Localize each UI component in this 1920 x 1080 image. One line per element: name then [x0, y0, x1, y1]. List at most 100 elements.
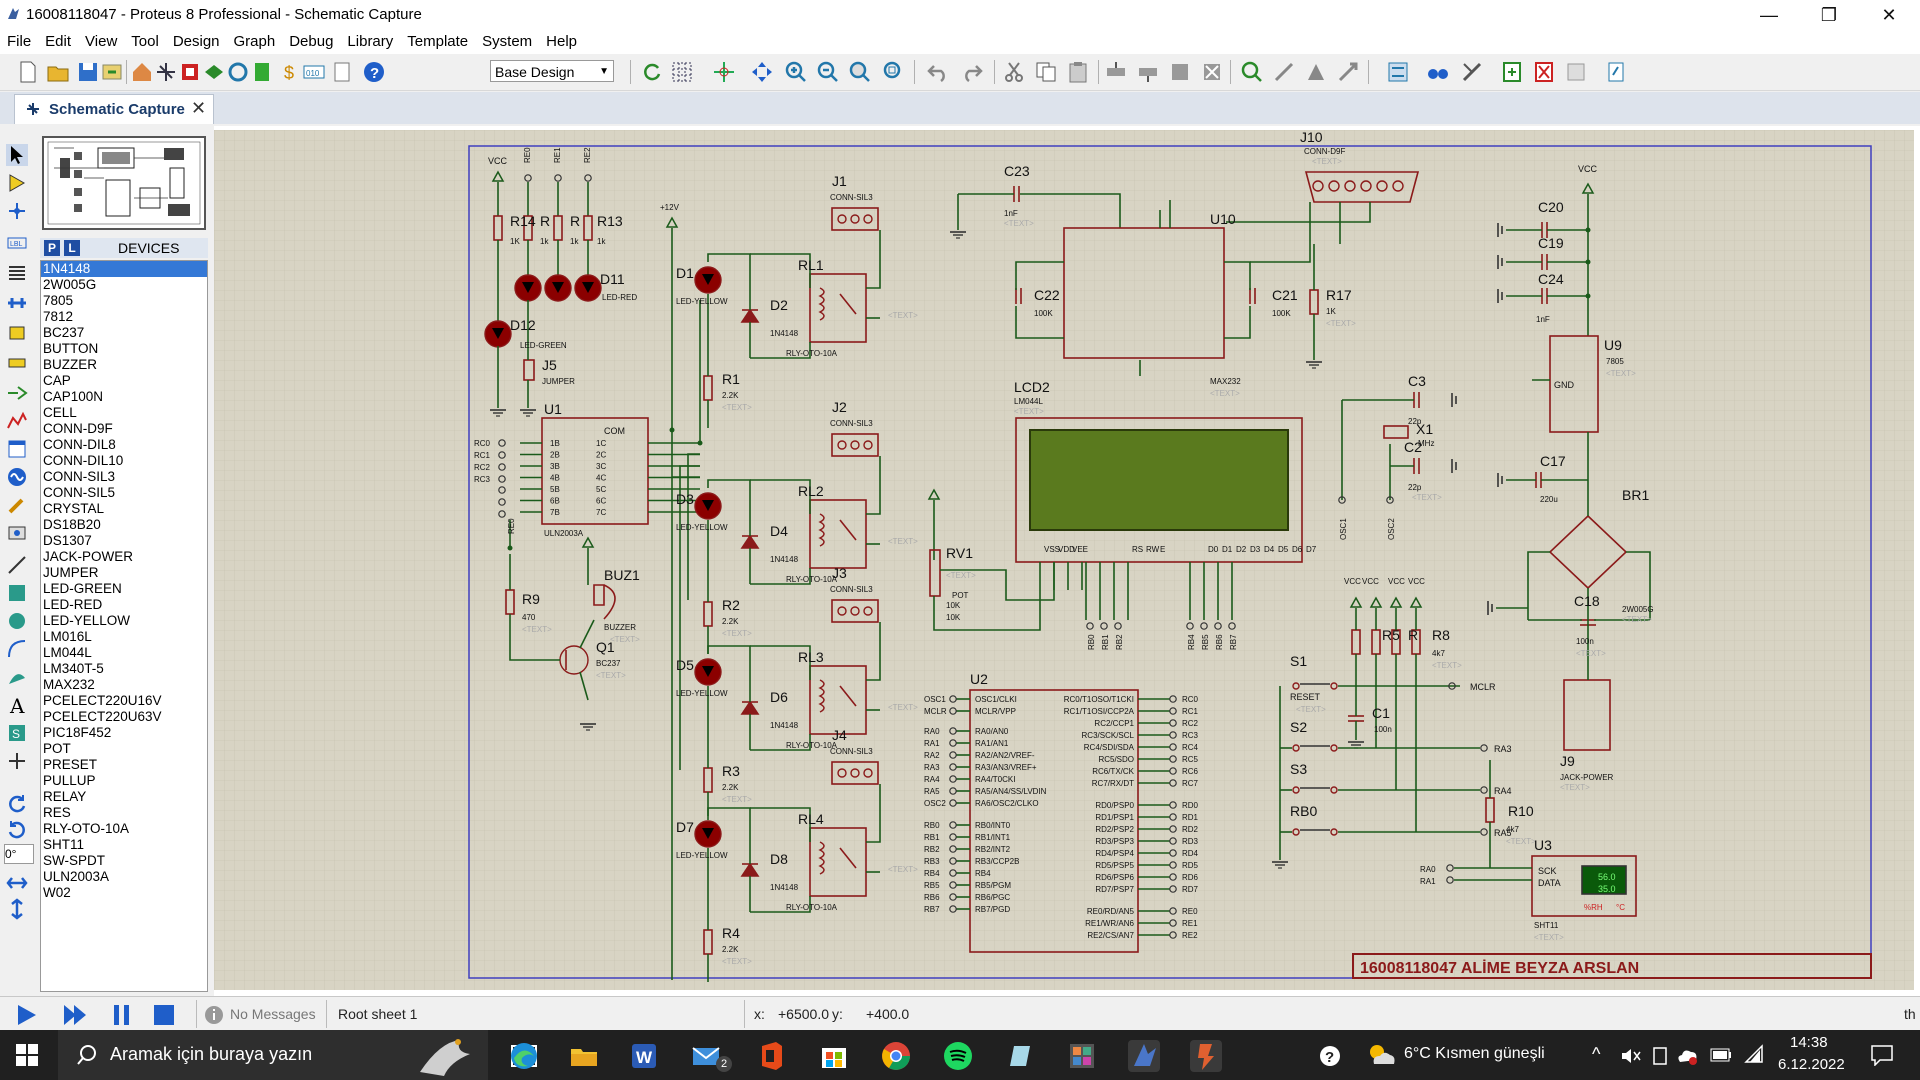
notes-app-icon[interactable]: [1004, 1040, 1036, 1072]
pause-icon[interactable]: [110, 1003, 134, 1027]
device-item[interactable]: SHT11: [43, 837, 85, 852]
new-file-icon[interactable]: [16, 60, 40, 84]
decompose-icon[interactable]: [1304, 60, 1328, 84]
proteus-taskbar-icon[interactable]: [1128, 1040, 1160, 1072]
undo-icon[interactable]: [926, 60, 950, 84]
rotation-angle-field[interactable]: 0°: [4, 844, 34, 864]
device-item[interactable]: LM016L: [43, 629, 92, 644]
device-item[interactable]: LM044L: [43, 645, 92, 660]
device-item[interactable]: CONN-D9F: [43, 421, 113, 436]
calculator-icon[interactable]: [1066, 1040, 1098, 1072]
device-item[interactable]: CAP: [43, 373, 71, 388]
weather-icon[interactable]: [1366, 1042, 1396, 1068]
gerber-icon[interactable]: [226, 60, 250, 84]
packaging-tool-icon[interactable]: [1336, 60, 1360, 84]
wifi-icon[interactable]: [1742, 1044, 1764, 1064]
maximize-button[interactable]: ❐: [1820, 5, 1838, 25]
device-item[interactable]: RLY-OTO-10A: [43, 821, 130, 836]
device-item[interactable]: JUMPER: [43, 565, 99, 580]
block-delete-icon[interactable]: [1200, 60, 1224, 84]
text-script-mode-icon[interactable]: [6, 262, 28, 284]
rotate-anticlockwise-icon[interactable]: [6, 818, 28, 840]
menu-template[interactable]: Template: [407, 33, 469, 50]
box-draw-icon[interactable]: [6, 582, 28, 604]
junction-dot-mode-icon[interactable]: [6, 200, 28, 222]
zoom-area-icon[interactable]: [882, 60, 906, 84]
wire-label-mode-icon[interactable]: LBL: [6, 232, 28, 254]
exit-to-parent-icon[interactable]: [1564, 60, 1588, 84]
device-item[interactable]: 7812: [43, 309, 74, 324]
home-icon[interactable]: [130, 60, 154, 84]
block-move-icon[interactable]: [1136, 60, 1160, 84]
clock-time[interactable]: 14:38: [1790, 1034, 1828, 1051]
search-tag-icon[interactable]: [1426, 60, 1450, 84]
make-device-icon[interactable]: [1272, 60, 1296, 84]
zoom-all-icon[interactable]: [848, 60, 872, 84]
bill-of-materials-icon[interactable]: $: [278, 60, 302, 84]
circle-draw-icon[interactable]: [6, 610, 28, 632]
graph-mode-icon[interactable]: [6, 410, 28, 432]
menu-design[interactable]: Design: [172, 33, 220, 50]
device-item[interactable]: JACK-POWER: [43, 549, 134, 564]
wire-autorouter-icon[interactable]: [1386, 60, 1410, 84]
device-item[interactable]: W02: [43, 885, 71, 900]
device-item[interactable]: CONN-SIL3: [43, 469, 116, 484]
marker-draw-icon[interactable]: [6, 750, 28, 772]
library-manager-button[interactable]: L: [64, 240, 80, 256]
arc-draw-icon[interactable]: [6, 638, 28, 660]
menu-graph[interactable]: Graph: [233, 33, 276, 50]
device-item[interactable]: CELL: [43, 405, 77, 420]
voltage-probe-mode-icon[interactable]: [6, 494, 28, 516]
help-icon[interactable]: ?: [362, 60, 386, 84]
device-item[interactable]: ULN2003A: [43, 869, 110, 884]
save-icon[interactable]: [76, 60, 100, 84]
menu-debug[interactable]: Debug: [289, 33, 334, 50]
pan-icon[interactable]: [750, 60, 774, 84]
component-mode-icon[interactable]: [6, 172, 28, 194]
tab-schematic-capture[interactable]: Schematic Capture ✕: [14, 94, 214, 124]
mirror-vertical-icon[interactable]: [6, 898, 28, 920]
menu-system[interactable]: System: [482, 33, 533, 50]
file-explorer-icon[interactable]: [568, 1040, 600, 1072]
step-icon[interactable]: [62, 1003, 88, 1027]
menu-view[interactable]: View: [85, 33, 118, 50]
remove-sheet-icon[interactable]: [1532, 60, 1556, 84]
overview-window[interactable]: [42, 136, 206, 230]
electrical-rule-check-icon[interactable]: [1604, 60, 1628, 84]
chrome-icon[interactable]: [880, 1040, 912, 1072]
device-item[interactable]: DS1307: [43, 533, 92, 548]
selection-mode-icon[interactable]: [6, 144, 28, 166]
text-draw-icon[interactable]: A: [6, 694, 28, 716]
line-draw-icon[interactable]: [6, 554, 28, 576]
minimize-button[interactable]: —: [1760, 5, 1778, 25]
generator-mode-icon[interactable]: [6, 466, 28, 488]
isis-taskbar-icon[interactable]: [1190, 1040, 1222, 1072]
block-copy-icon[interactable]: [1104, 60, 1128, 84]
zoom-in-icon[interactable]: [784, 60, 808, 84]
paste-icon[interactable]: [1066, 60, 1090, 84]
schematic-icon[interactable]: [154, 60, 178, 84]
pcb-layout-icon[interactable]: [178, 60, 202, 84]
device-item[interactable]: PCELECT220U63V: [43, 709, 162, 724]
3d-view-icon[interactable]: [202, 60, 226, 84]
device-item[interactable]: 2W005G: [43, 277, 97, 292]
device-item[interactable]: LED-YELLOW: [43, 613, 131, 628]
stop-icon[interactable]: [152, 1003, 176, 1027]
device-item[interactable]: PRESET: [43, 757, 98, 772]
clock-date[interactable]: 6.12.2022: [1778, 1056, 1845, 1073]
taskbar-search[interactable]: Aramak için buraya yazın: [58, 1030, 488, 1080]
close-button[interactable]: ✕: [1881, 5, 1897, 25]
windows-start-icon[interactable]: [16, 1044, 38, 1066]
refresh-icon[interactable]: [640, 60, 664, 84]
store-icon[interactable]: [818, 1040, 850, 1072]
tab-close-icon[interactable]: ✕: [191, 98, 207, 118]
property-assignment-icon[interactable]: [1460, 60, 1484, 84]
binary-icon[interactable]: 010: [302, 60, 326, 84]
device-item[interactable]: PIC18F452: [43, 725, 112, 740]
notes-icon[interactable]: [330, 60, 354, 84]
volume-muted-icon[interactable]: [1620, 1046, 1642, 1066]
design-explorer-icon[interactable]: [250, 60, 274, 84]
device-item[interactable]: CONN-DIL10: [43, 453, 124, 468]
grid-toggle-icon[interactable]: [670, 60, 694, 84]
tape-recorder-mode-icon[interactable]: [6, 438, 28, 460]
